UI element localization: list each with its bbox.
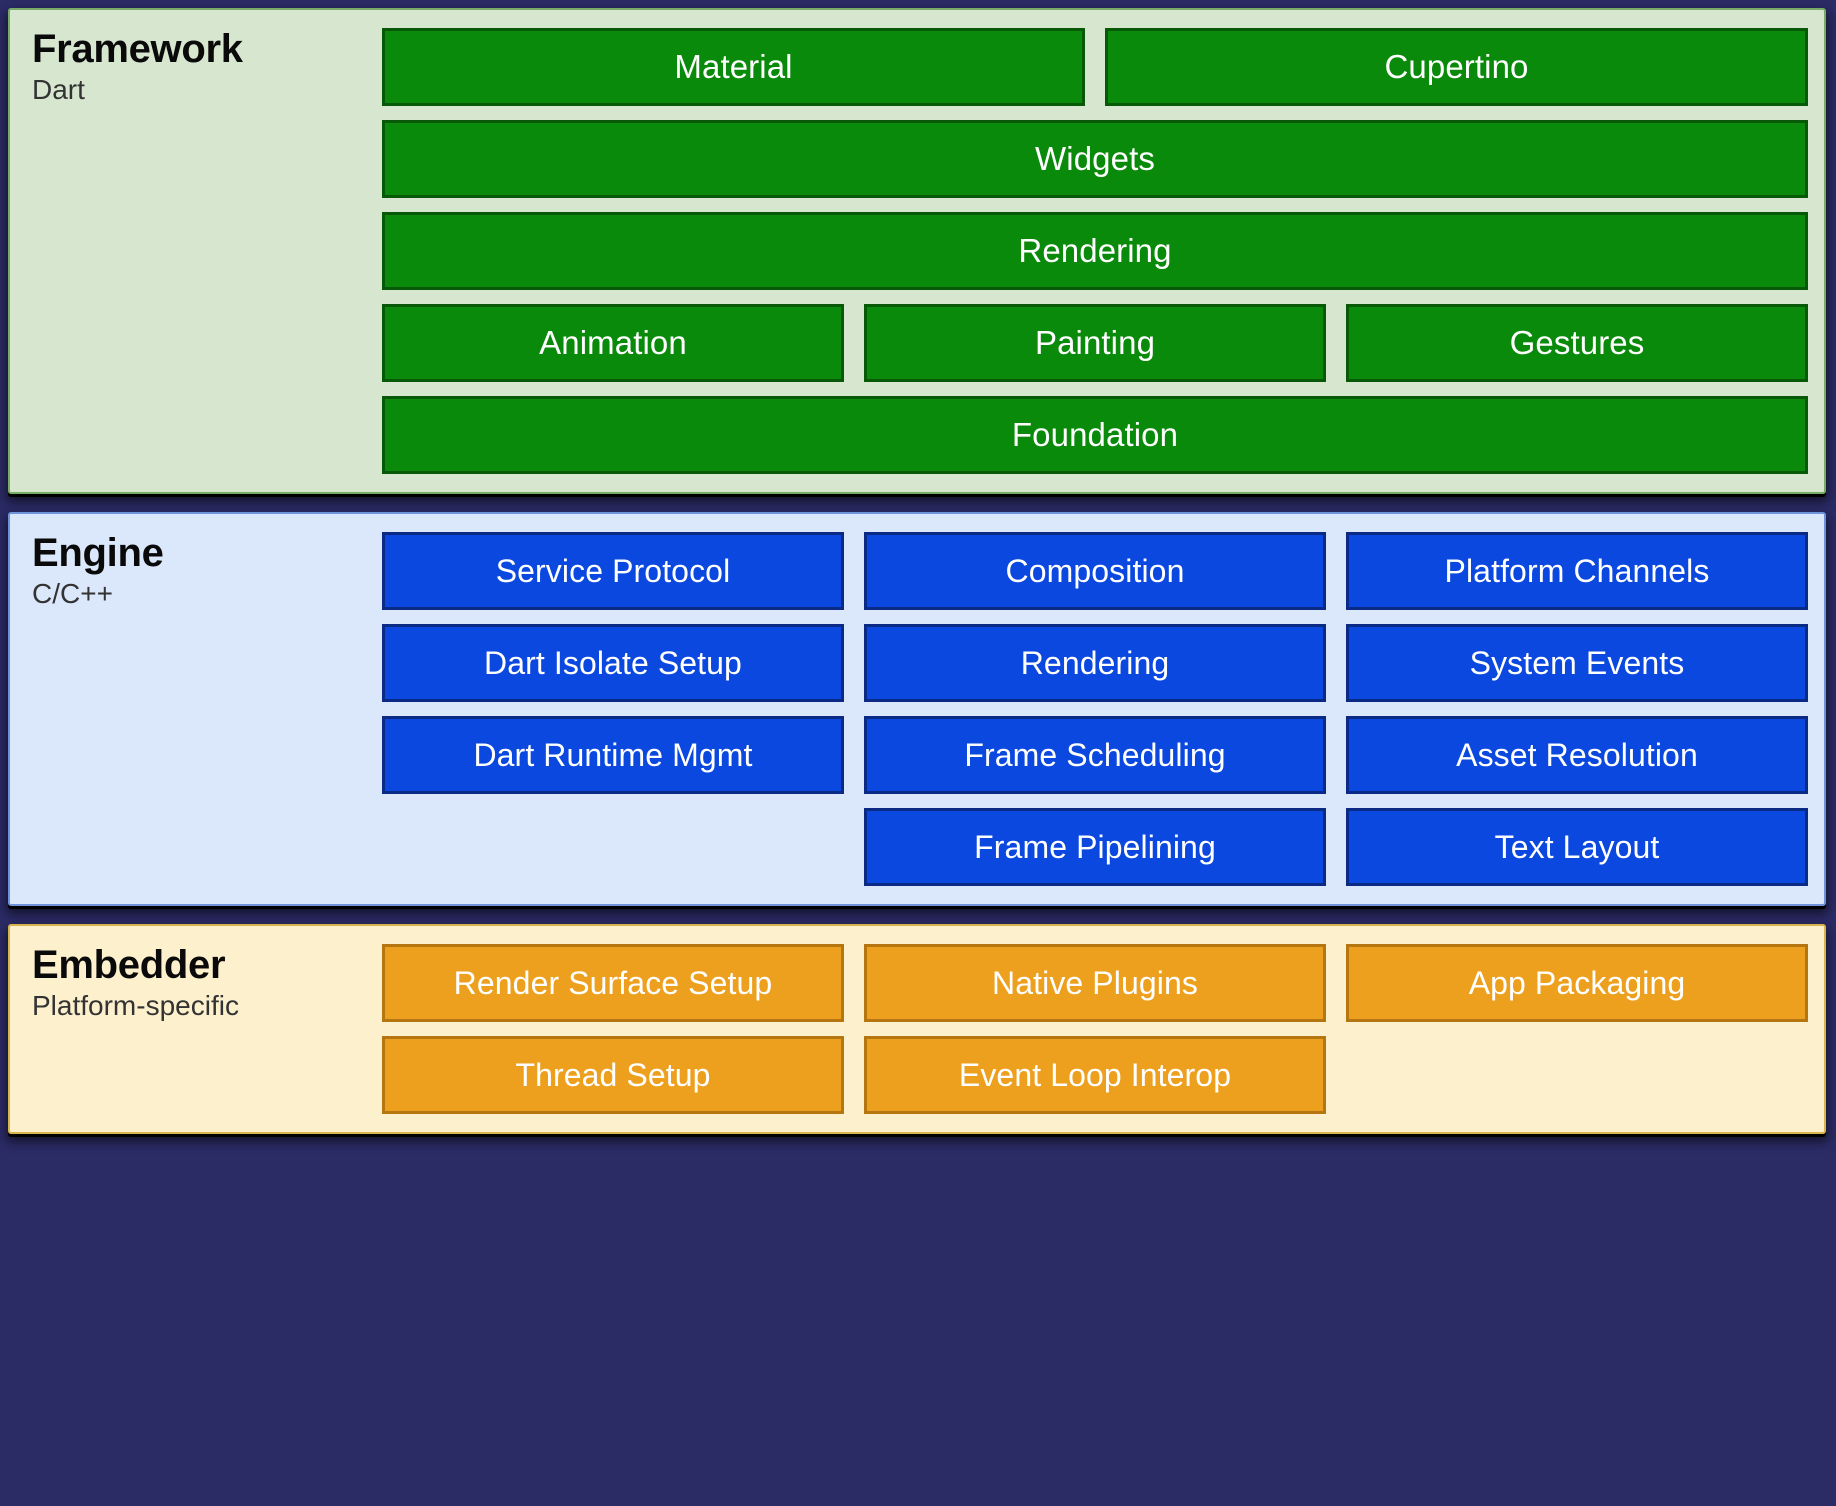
module-row: Widgets [382,120,1808,198]
module-box[interactable]: Cupertino [1105,28,1808,106]
module-box[interactable]: Composition [864,532,1326,610]
module-box[interactable]: Animation [382,304,844,382]
layer-engine-subtitle: C/C++ [32,578,113,610]
module-box[interactable]: Gestures [1346,304,1808,382]
layer-engine-modules: Service Protocol Composition Platform Chan… [382,514,1824,904]
layer-embedder-title: Embedder [32,943,226,987]
module-box[interactable]: Foundation [382,396,1808,474]
module-box[interactable]: Rendering [864,624,1326,702]
module-box[interactable]: Render Surface Setup [382,944,844,1022]
module-box[interactable]: Painting [864,304,1326,382]
module-row: Rendering [382,212,1808,290]
module-row: Foundation [382,396,1808,474]
module-row: Dart Runtime Mgmt Frame Scheduling Asset R… [382,716,1808,794]
module-box[interactable]: Dart Runtime Mgmt [382,716,844,794]
module-box[interactable]: Rendering [382,212,1808,290]
module-box[interactable]: App Packaging [1346,944,1808,1022]
module-box[interactable]: Frame Scheduling [864,716,1326,794]
module-box[interactable]: Widgets [382,120,1808,198]
module-box[interactable]: Dart Isolate Setup [382,624,844,702]
module-box[interactable]: Platform Channels [1346,532,1808,610]
module-row: Animation Painting Gestures [382,304,1808,382]
module-box[interactable]: Asset Resolution [1346,716,1808,794]
module-row: Thread Setup Event Loop Interop [382,1036,1808,1114]
module-box[interactable]: Material [382,28,1085,106]
layer-engine-title: Engine [32,531,164,575]
module-box[interactable]: System Events [1346,624,1808,702]
module-row: Frame Pipelining Text Layout [382,808,1808,886]
module-row: Dart Isolate Setup Rendering System Events [382,624,1808,702]
module-box[interactable]: Service Protocol [382,532,844,610]
module-box[interactable]: Thread Setup [382,1036,844,1114]
module-row: Render Surface Setup Native Plugins App Pa… [382,944,1808,1022]
module-box[interactable]: Native Plugins [864,944,1326,1022]
module-box[interactable]: Text Layout [1346,808,1808,886]
module-box[interactable]: Frame Pipelining [864,808,1326,886]
module-row: Material Cupertino [382,28,1808,106]
module-box[interactable]: Event Loop Interop [864,1036,1326,1114]
layer-embedder-modules: Render Surface Setup Native Plugins App Pa… [382,926,1824,1132]
module-row: Service Protocol Composition Platform Chan… [382,532,1808,610]
layer-embedder-subtitle: Platform-specific [32,990,239,1022]
layer-framework-title: Framework [32,27,243,71]
layer-framework-subtitle: Dart [32,74,85,106]
